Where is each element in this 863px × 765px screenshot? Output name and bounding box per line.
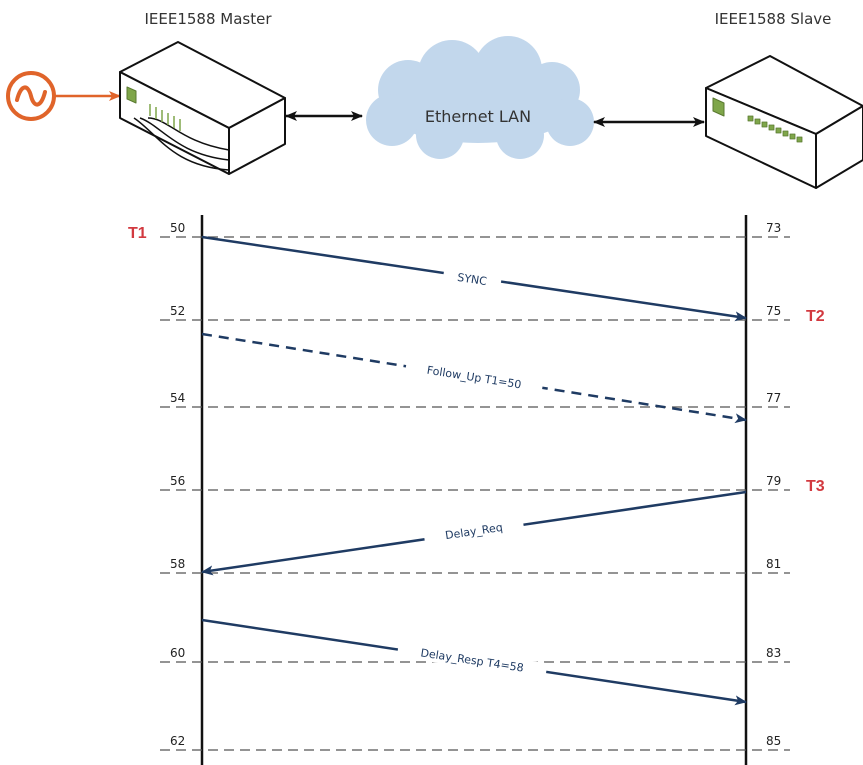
message-label-group: SYNC xyxy=(442,266,503,292)
slave-label: IEEE1588 Slave xyxy=(715,10,832,28)
master-tick-label: 56 xyxy=(170,474,185,488)
network-device-icon xyxy=(119,41,286,175)
message-label-background xyxy=(396,640,548,680)
message-label-group: Delay_Req xyxy=(423,515,525,547)
master-tick-label: 52 xyxy=(170,304,185,318)
slave-tick-label: 75 xyxy=(766,304,781,318)
slave-tick-label: 73 xyxy=(766,221,781,235)
sine-wave-clock-icon xyxy=(6,71,56,121)
network-switch-icon xyxy=(705,55,863,189)
message-label-background xyxy=(423,515,525,547)
master-tick-label: 60 xyxy=(170,646,185,660)
message-label: Delay_Resp T4=58 xyxy=(420,646,525,674)
master-tick-label: 58 xyxy=(170,557,185,571)
message-label: Follow_Up T1=50 xyxy=(426,364,522,392)
master-tick-label: 50 xyxy=(170,221,185,235)
slave-tick-label: 77 xyxy=(766,391,781,405)
master-tick-label: 62 xyxy=(170,734,185,748)
master-label: IEEE1588 Master xyxy=(144,10,272,28)
message-label-background xyxy=(404,358,544,396)
network-label: Ethernet LAN xyxy=(425,107,531,126)
message-label-group: Follow_Up T1=50 xyxy=(404,358,544,396)
slave-tick-label: 85 xyxy=(766,734,781,748)
timestamp-label-t1: T1 xyxy=(128,225,147,242)
slave-tick-label: 79 xyxy=(766,474,781,488)
slave-tick-label: 83 xyxy=(766,646,781,660)
message-label-group: Delay_Resp T4=58 xyxy=(396,640,548,680)
slave-tick-label: 81 xyxy=(766,557,781,571)
message-label: SYNC xyxy=(456,271,488,288)
timestamp-label-t2: T2 xyxy=(806,308,825,325)
master-tick-label: 54 xyxy=(170,391,185,405)
ethernet-lan-cloud xyxy=(366,36,594,159)
timestamp-label-t3: T3 xyxy=(806,478,825,495)
message-label-background xyxy=(442,266,503,292)
